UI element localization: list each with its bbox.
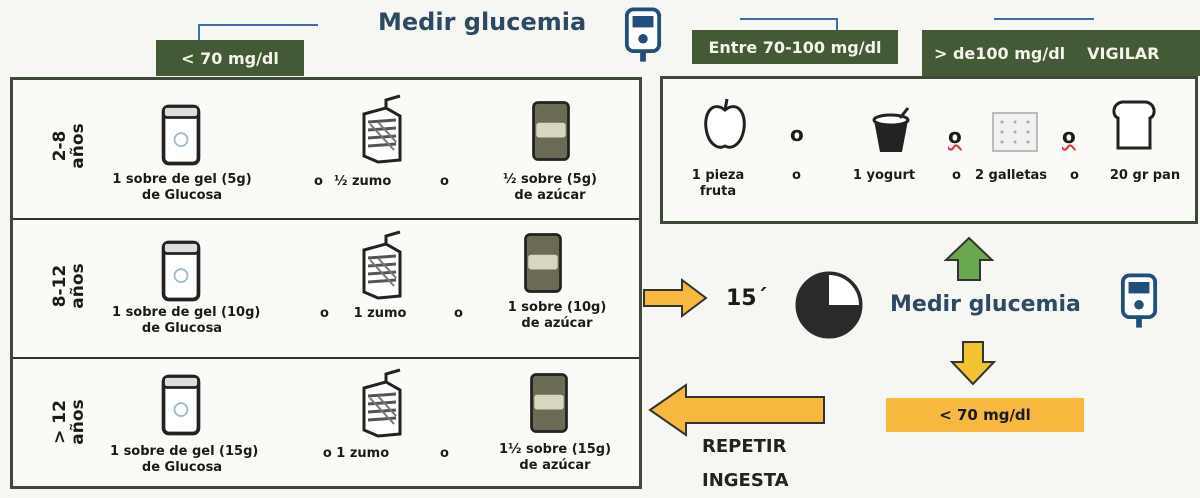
juice-caption: 1 zumo <box>353 306 407 321</box>
header-connector-right <box>994 18 1094 20</box>
juice-box-icon <box>356 94 406 164</box>
measure-glucose-label: Medir glucemia <box>890 292 1081 317</box>
glucometer-icon <box>624 6 662 64</box>
sugar-caption: ½ sobre (5g) de azúcar <box>503 172 597 203</box>
bread-caption: 20 gr pan <box>1109 168 1181 183</box>
tab-low-glucose: < 70 mg/dl <box>156 40 304 76</box>
header-connector-left-drop <box>198 24 200 40</box>
age-label: > 12 años <box>50 399 88 445</box>
gel-caption: 1 sobre de gel (5g) de Glucosa <box>112 172 252 203</box>
header-connector-left <box>198 24 318 26</box>
juice-caption: o 1 zumo <box>322 446 390 461</box>
juice-box-icon <box>356 230 406 300</box>
bread-icon <box>1112 100 1156 150</box>
result-low-badge: < 70 mg/dl <box>886 398 1084 432</box>
or-text: o <box>454 306 463 321</box>
sugar-pack-icon <box>526 370 572 436</box>
juice-caption: ½ zumo <box>334 174 392 189</box>
intake-label: INGESTA <box>702 470 789 491</box>
or-text: o <box>440 174 449 189</box>
row-divider <box>13 218 639 220</box>
or-text: o <box>320 306 329 321</box>
sugar-caption: 1 sobre (10g) de azúcar <box>507 300 607 331</box>
arrow-left-icon <box>648 383 825 437</box>
glucometer-icon <box>1120 268 1158 334</box>
header-connector-mid-drop <box>836 18 838 30</box>
or-text: o <box>790 122 804 146</box>
sugar-pack-icon <box>520 230 566 296</box>
or-text: o <box>314 174 323 189</box>
arrow-down-icon <box>950 341 996 386</box>
sugar-caption: 1½ sobre (15g) de azúcar <box>498 442 612 473</box>
sugar-pack-icon <box>528 98 574 164</box>
cracker-icon <box>992 112 1038 152</box>
header-connector-mid <box>740 18 836 20</box>
vigilar-label: VIGILAR <box>1087 43 1160 63</box>
clock-icon <box>795 271 863 339</box>
or-text: o <box>1070 168 1079 183</box>
tab-high-label: > de100 mg/dl <box>934 43 1066 63</box>
or-text: o <box>948 124 962 148</box>
tab-mid-glucose: Entre 70-100 mg/dl <box>692 30 898 64</box>
glucose-gel-icon <box>158 238 204 304</box>
or-text: o <box>440 446 449 461</box>
gel-caption: 1 sobre de gel (15g) de Glucosa <box>110 444 259 475</box>
glucose-gel-icon <box>158 372 204 438</box>
cracker-caption: 2 galletas <box>974 168 1048 183</box>
minutes-label: 15´ <box>726 286 768 311</box>
arrow-right-icon <box>643 278 708 318</box>
age-label: 2-8 años <box>50 123 88 169</box>
repeat-label: REPETIR <box>702 436 787 457</box>
yogurt-caption: 1 yogurt <box>852 168 916 183</box>
page-title: Medir glucemia <box>378 8 587 36</box>
or-text: o <box>792 168 801 183</box>
row-divider <box>13 357 639 359</box>
mid-glucose-options <box>660 76 1198 224</box>
juice-box-icon <box>356 368 406 438</box>
arrow-up-icon <box>944 236 994 281</box>
fruit-caption: 1 pieza fruta <box>691 168 745 199</box>
gel-caption: 1 sobre de gel (10g) de Glucosa <box>112 305 261 336</box>
age-label: 8-12 años <box>50 263 88 309</box>
glucose-gel-icon <box>158 102 204 168</box>
or-text: o <box>952 168 961 183</box>
apple-icon <box>704 98 746 149</box>
tab-high-glucose: > de100 mg/dl VIGILAR <box>922 30 1200 76</box>
or-text: o <box>1062 124 1076 148</box>
yogurt-icon <box>872 107 910 152</box>
